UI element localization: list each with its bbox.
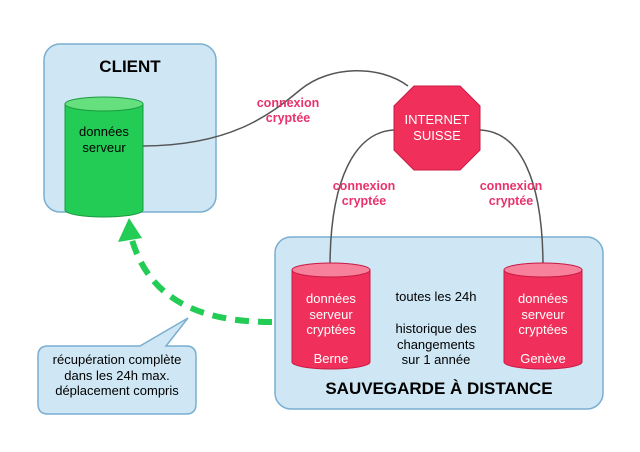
recovery-arrow-line: [129, 239, 273, 325]
berne-db-label-line: données: [306, 291, 356, 306]
berne-db-label-line: cryptées: [306, 322, 356, 338]
callout-line: déplacement compris: [55, 383, 179, 399]
internet-label: INTERNET SUISSE: [394, 112, 480, 143]
geneve-db-label-line: cryptées: [518, 322, 568, 338]
geneve-db-label-line: données: [518, 291, 568, 306]
client-title: CLIENT: [99, 57, 161, 76]
label-internet-geneve: connexion cryptée: [469, 179, 553, 209]
client-db-label: données serveur: [65, 124, 143, 155]
history-line: changements: [396, 336, 476, 352]
link-label-line: connexion: [256, 96, 320, 110]
wire-internet-berne: [329, 129, 397, 268]
wire-client-internet: [141, 70, 409, 147]
geneve-db-label-line: serveur: [521, 306, 565, 322]
berne-db-cylinder: [291, 262, 371, 370]
geneve-city: Genève: [520, 351, 566, 366]
berne-db-label-line: serveur: [309, 306, 353, 322]
internet-label-line: INTERNET: [404, 112, 470, 127]
callout-text: récupération complète dans les 24h max. …: [38, 352, 196, 399]
geneve-db-label: données serveur cryptées: [504, 291, 582, 338]
link-label-line: cryptée: [341, 194, 387, 208]
internet-label-line: SUISSE: [413, 127, 461, 143]
backup-title: SAUVEGARDE À DISTANCE: [325, 379, 553, 398]
client-db-cylinder: [64, 96, 144, 218]
callout-line: dans les 24h max.: [64, 367, 170, 383]
wire-internet-geneve: [477, 129, 544, 268]
history-line: historique des: [395, 321, 477, 336]
history-text: historique des changements sur 1 année: [378, 321, 494, 368]
callout-line: récupération complète: [52, 352, 182, 367]
link-label-line: connexion: [479, 179, 543, 193]
recovery-arrow-head: [118, 218, 142, 242]
label-client-internet: connexion cryptée: [246, 96, 330, 126]
link-label-line: connexion: [332, 179, 396, 193]
history-line: sur 1 année: [401, 352, 471, 368]
client-db-label-line: données: [79, 124, 129, 139]
schedule-text: toutes les 24h: [395, 289, 477, 304]
berne-db-label: données serveur cryptées: [292, 291, 370, 338]
berne-city: Berne: [313, 351, 349, 366]
link-label-line: cryptée: [488, 194, 534, 208]
geneve-db-cylinder: [503, 262, 583, 370]
callout-bubble: [37, 317, 197, 415]
link-label-line: cryptée: [265, 111, 311, 125]
label-internet-berne: connexion cryptée: [322, 179, 406, 209]
internet-octagon: [393, 85, 481, 171]
client-db-label-line: serveur: [82, 139, 126, 155]
